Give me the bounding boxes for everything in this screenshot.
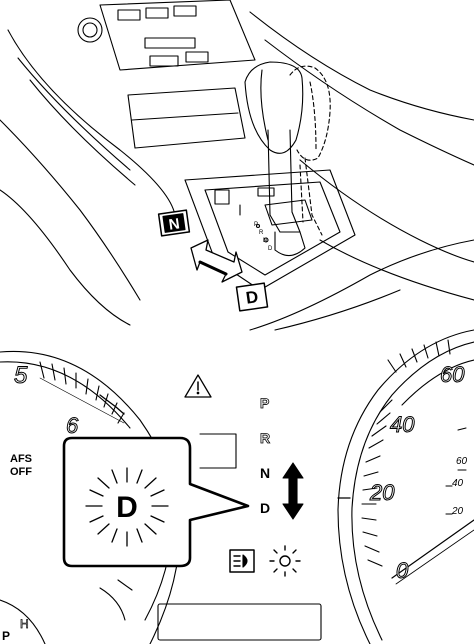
- speed-label-40: 40: [390, 412, 415, 437]
- diagram-text: N D P R N D 5 6 60 40 20 0 60 40 20 AFS …: [2, 215, 468, 643]
- console-letter-d: D: [268, 246, 273, 252]
- speed-label-20: 20: [369, 480, 395, 505]
- gauge-h-label: H: [20, 617, 29, 631]
- gate-double-arrow: [190, 239, 243, 283]
- gauge-p-label: P: [2, 629, 10, 643]
- speed-small-20: 20: [451, 506, 464, 517]
- up-down-arrow-icon: [282, 462, 304, 520]
- tach-label-6: 6: [66, 413, 79, 438]
- console-letter-r: R: [259, 230, 264, 236]
- speed-label-60: 60: [440, 362, 465, 387]
- afs-off-label: OFF: [10, 466, 32, 478]
- speed-small-60: 60: [456, 456, 468, 467]
- afs-label: AFS: [10, 453, 32, 465]
- indicator-d: D: [260, 500, 270, 516]
- indicator-n: N: [260, 465, 270, 481]
- gate-n-label: N: [168, 215, 181, 233]
- speedo-ticks: [361, 339, 451, 567]
- tach-label-5: 5: [14, 362, 28, 389]
- indicator-p: P: [260, 395, 269, 411]
- console-letter-p: P: [254, 222, 258, 228]
- warning-triangle-icon: [184, 374, 212, 398]
- callout-d-label: D: [116, 491, 138, 524]
- gate-d-label: D: [245, 287, 260, 308]
- console-letter-n: N: [263, 238, 267, 244]
- sun-icon: [269, 545, 301, 577]
- indicator-r: R: [260, 430, 270, 446]
- tach-ticks: [39, 361, 125, 424]
- flash-rays: [85, 467, 169, 547]
- console-illustration: [0, 0, 474, 331]
- gate-d-box: [235, 282, 269, 312]
- gate-n-box: [157, 209, 191, 237]
- callout-box: [62, 436, 250, 568]
- headlight-icon: [229, 549, 255, 573]
- speed-small-40: 40: [452, 478, 464, 489]
- speed-label-0: 0: [396, 558, 409, 583]
